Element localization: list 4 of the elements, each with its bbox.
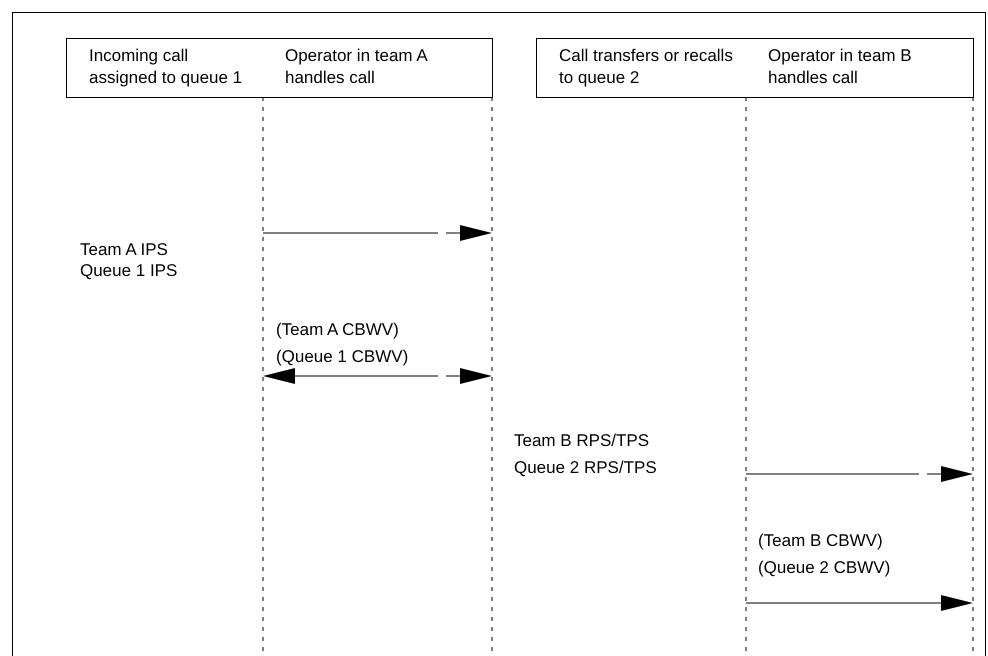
- process-box: Operator in team B handles call: [746, 38, 974, 98]
- process-box: Call transfers or recalls to queue 2: [536, 38, 747, 98]
- process-box: Operator in team A handles call: [263, 38, 493, 98]
- process-box: Incoming call assigned to queue 1: [66, 38, 264, 98]
